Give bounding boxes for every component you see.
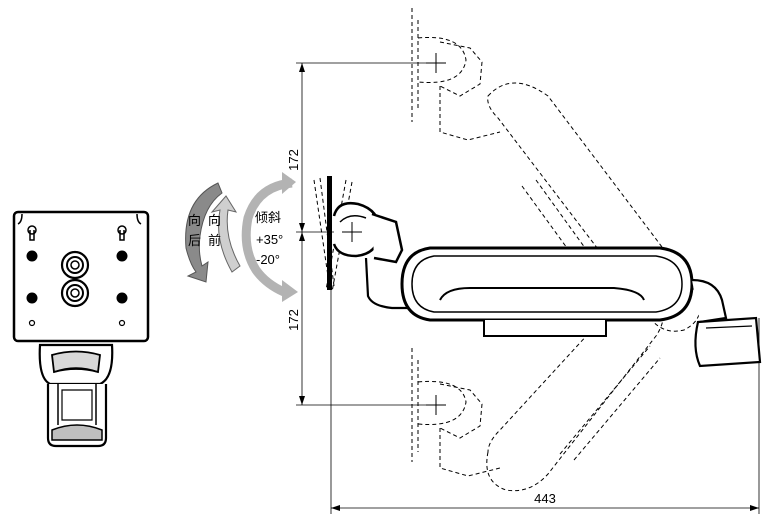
swivel-arrows: 向 后 向 前 xyxy=(185,182,241,283)
monitor-plate-side xyxy=(327,176,332,290)
screw-hole xyxy=(26,292,38,304)
arm-main-position xyxy=(327,176,762,368)
dimension-height-up: 172 xyxy=(286,149,301,171)
tilt-up-value: +35° xyxy=(256,232,283,247)
tilt-label: 倾斜 xyxy=(255,211,281,226)
arm-lowered-position xyxy=(411,294,664,492)
vesa-plate-front-view xyxy=(12,210,150,448)
label-forward: 向 xyxy=(208,213,221,229)
label-backward: 向 xyxy=(188,213,201,229)
tilt-arrow: 倾斜 +35° -20° xyxy=(241,172,298,302)
dimension-lines xyxy=(296,62,760,514)
label-forward-2: 前 xyxy=(208,233,221,249)
screw-hole xyxy=(116,292,128,304)
central-bolt-upper xyxy=(60,250,90,280)
central-bolt-lower xyxy=(60,278,90,308)
rotate-arrow-forward xyxy=(210,195,241,273)
screw-hole xyxy=(116,250,128,262)
arm-body xyxy=(400,246,694,322)
tilt-down-value: -20° xyxy=(256,252,280,267)
keyhole-slot-left xyxy=(27,225,37,241)
dimension-reach: 443 xyxy=(534,491,556,506)
label-backward-2: 后 xyxy=(188,234,201,249)
dimension-height-down: 172 xyxy=(286,309,301,331)
screw-hole xyxy=(26,250,38,262)
rotate-arrow-backward xyxy=(185,182,223,283)
keyhole-slot-right xyxy=(117,225,127,241)
